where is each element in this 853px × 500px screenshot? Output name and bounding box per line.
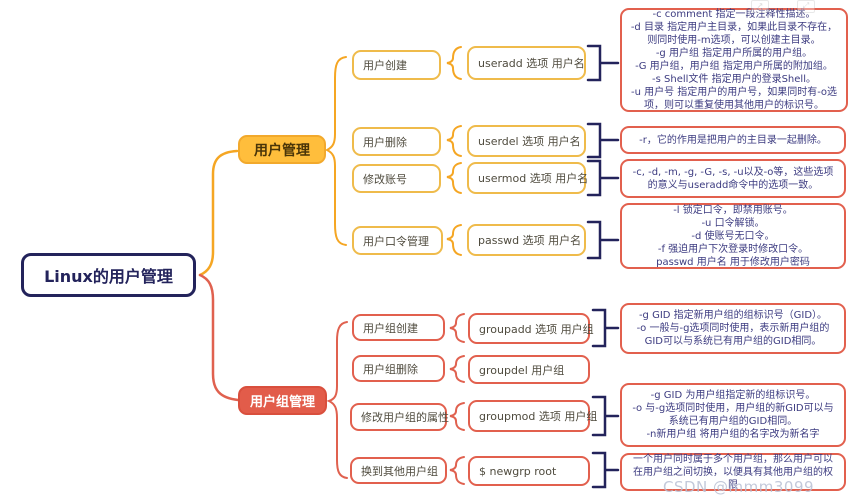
description-newgrp: 一个用户同时属于多个用户组，那么用户可以在用户组之间切换，以便具有其他用户组的权…	[620, 453, 846, 491]
bracket-passwd-desc	[586, 220, 620, 260]
brace-group-branch-children	[326, 321, 348, 479]
command-newgrp: $ newgrp root	[468, 456, 590, 486]
description-groupmod-options: -g GID 为用户组指定新的组标识号。 -o 与-g选项同时使用，用户组的新G…	[620, 383, 846, 447]
brace-group-modify	[449, 402, 465, 431]
brace-group-create	[449, 313, 465, 343]
description-userdel-options: -r，它的作用是把用户的主目录一起删除。	[620, 126, 846, 154]
topic-user-modify: 修改账号	[352, 164, 441, 193]
topic-user-passwd: 用户口令管理	[352, 226, 443, 255]
bracket-useradd-desc	[586, 44, 620, 82]
command-useradd: useradd 选项 用户名	[467, 46, 586, 80]
description-passwd-options: -l 锁定口令，即禁用账号。 -u 口令解锁。 -d 使账号无口令。 -f 强迫…	[620, 203, 846, 269]
root-node: Linux的用户管理	[21, 253, 196, 297]
topic-user-create: 用户创建	[352, 50, 441, 80]
command-groupadd: groupadd 选项 用户组	[468, 313, 594, 344]
topic-group-create: 用户组创建	[352, 314, 445, 341]
share-icon[interactable]: ↗	[751, 0, 769, 13]
command-userdel: userdel 选项 用户名	[467, 125, 586, 157]
command-groupdel: groupdel 用户组	[468, 355, 590, 384]
bracket-usermod-desc	[586, 159, 620, 197]
connector-root-to-group-branch	[198, 273, 240, 402]
bracket-groupmod-desc	[591, 395, 620, 437]
brace-user-modify	[446, 162, 462, 194]
connector-root-to-user-branch	[198, 149, 239, 277]
brace-user-delete	[446, 125, 462, 157]
description-groupadd-options: -g GID 指定新用户组的组标识号（GID）。 -o 一般与-g选项同时使用，…	[620, 303, 846, 354]
fullscreen-icon[interactable]: ⤢	[797, 0, 815, 13]
brace-user-branch-children	[324, 56, 347, 246]
brace-newgrp	[449, 456, 465, 485]
topic-switch-group: 换到其他用户组	[350, 457, 447, 484]
command-groupmod: groupmod 选项 用户组	[468, 400, 597, 432]
bracket-groupadd-desc	[591, 308, 620, 348]
command-usermod: usermod 选项 用户名	[467, 162, 588, 194]
topic-group-delete: 用户组删除	[352, 355, 445, 382]
branch-group-management: 用户组管理	[238, 386, 327, 415]
command-passwd: passwd 选项 用户名	[467, 224, 586, 256]
topic-group-modify: 修改用户组的属性	[350, 403, 449, 431]
brace-user-create	[446, 46, 462, 80]
brace-user-passwd	[446, 224, 462, 256]
brace-group-delete	[449, 355, 465, 383]
bracket-newgrp-desc	[591, 451, 620, 489]
description-usermod-options: -c, -d, -m, -g, -G, -s, -u以及-o等，这些选项的意义与…	[620, 159, 846, 198]
bracket-userdel-desc	[586, 122, 620, 159]
branch-user-management: 用户管理	[238, 135, 326, 164]
topic-user-delete: 用户删除	[352, 127, 441, 156]
description-useradd-options: -c comment 指定一段注释性描述。 -d 目录 指定用户主目录，如果此目…	[620, 8, 848, 112]
